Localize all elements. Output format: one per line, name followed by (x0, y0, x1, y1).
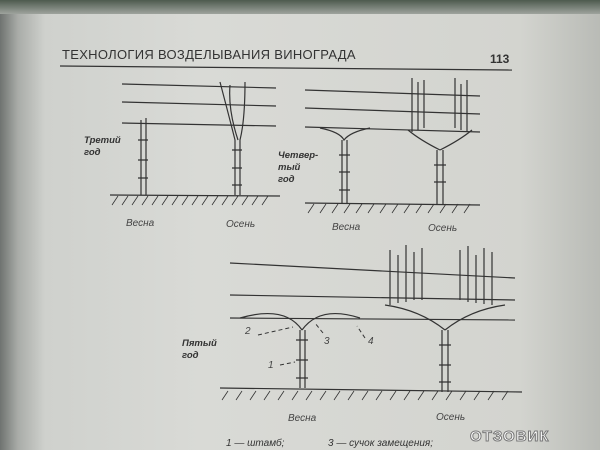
header-rule (59, 65, 513, 71)
third-year-diagram (109, 81, 281, 206)
third-year-autumn-label: Осень (226, 219, 256, 230)
page-header: ТЕХНОЛОГИЯ ВОЗДЕЛЫВАНИЯ ВИНОГРАДА (62, 47, 356, 62)
callout-2: 2 (245, 326, 251, 337)
fourth-year-diagram (304, 78, 481, 214)
fifth-year-diagram (219, 245, 523, 401)
third-year-label: Третий год (84, 135, 121, 158)
callout-3: 3 (324, 336, 330, 347)
page-number: 113 (490, 52, 510, 66)
callout-4: 4 (368, 336, 374, 347)
fifth-year-spring-label: Весна (288, 413, 317, 424)
fifth-year-autumn-label: Осень (436, 412, 466, 423)
fourth-year-autumn-label: Осень (428, 223, 458, 234)
fourth-year-label: Четвер-тый год (278, 150, 319, 185)
watermark-logo: ОТЗОВИК (469, 428, 550, 446)
legend-item-1: 1 — штамб; (226, 438, 285, 449)
third-year-spring-label: Весна (126, 218, 155, 229)
book-top-edge (0, 0, 600, 14)
legend-item-3: 3 — сучок замещения; (328, 438, 434, 449)
fourth-year-spring-label: Весна (332, 222, 361, 233)
callout-1: 1 (268, 360, 274, 371)
fifth-year-label: Пятый год (182, 338, 217, 361)
